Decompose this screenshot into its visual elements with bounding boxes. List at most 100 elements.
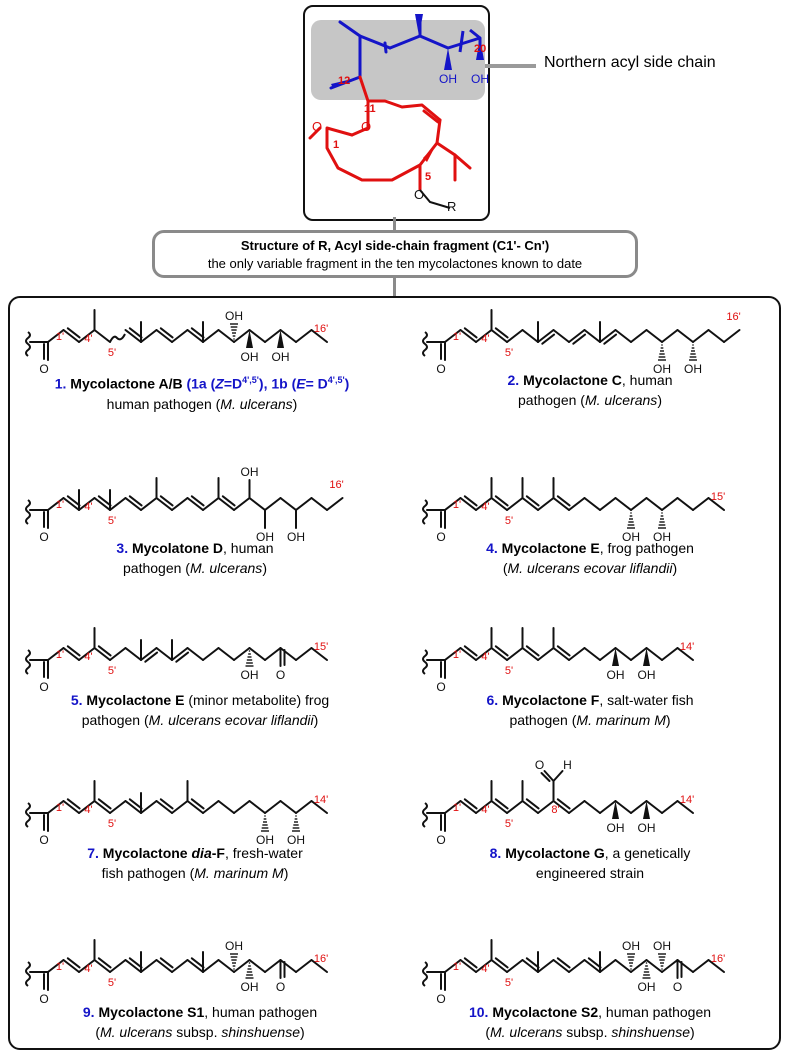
oh-label: OH [256,530,274,544]
bond [186,329,204,343]
bond [217,800,235,814]
core-label-c5: 5 [425,171,431,183]
bond [248,329,266,343]
double-bond [97,798,112,810]
bond [630,800,648,814]
atom-label: 4' [481,804,489,816]
bond [444,647,462,661]
carbonyl-o: O [436,362,445,376]
atom-label: 1' [56,649,64,661]
bond [233,800,251,814]
oh-wedge [277,330,284,348]
bond [676,800,694,814]
rbox-subtitle: the only variable fragment in the ten my… [207,256,583,271]
oh-label: OH [225,309,243,323]
oh-label: OH [241,350,259,364]
atom-label: 4' [481,333,489,345]
bond [202,497,220,511]
bond [630,497,648,511]
core-label-c20: 20 [474,43,486,55]
bond [490,800,508,814]
core-label-c11: 11 [364,103,376,115]
aldehyde-bond [552,770,564,782]
r-fragment-box: Structure of R, Acyl side-chain fragment… [152,230,638,278]
bond [490,647,508,661]
bond [521,329,539,343]
keto-o: O [673,980,682,994]
bond [645,497,663,511]
bond [248,800,266,814]
bond [78,497,96,511]
atom-label: 1' [453,331,461,343]
bond [444,329,462,343]
attachment-squiggle [25,961,31,987]
double-bond [128,327,143,339]
bond [568,497,586,511]
caption-4: 4. Mycolactone E, frog pathogen (M. ulce… [486,540,694,576]
oh-label: OH [241,668,259,682]
bond [186,497,204,511]
caption-1: 1. Mycolactone A/B (1a (Z=D4',5'), 1b (E… [54,375,350,412]
oh-label: OH [653,939,671,953]
keto-o: O [276,980,285,994]
double-bond [190,327,205,339]
bond [614,800,632,814]
bond [140,329,158,343]
bond [490,959,508,973]
carbonyl-o: O [436,992,445,1006]
oh-label: OH [256,833,274,847]
attachment-squiggle [422,499,428,525]
bond [93,800,111,814]
double-bond [541,333,556,345]
core-ring-o: O [361,119,371,134]
bond [475,329,493,343]
bond [537,647,555,661]
bond [140,959,158,973]
bond [279,497,297,511]
oh-hashed [658,344,666,361]
bond [62,497,80,511]
bond [692,497,710,511]
bond [614,959,632,973]
double-bond [556,798,571,810]
double-bond [190,495,205,507]
oh-label: OH [272,350,290,364]
atom-label: 14' [314,794,328,806]
bond [506,329,524,343]
core-label-c1: 1 [333,139,339,151]
bond [475,800,493,814]
wedge-bond [612,801,619,819]
caption-7: 7. Mycolactone dia-F, fresh-water fish p… [87,845,303,881]
oh-label: OH [225,939,243,953]
atom-label: 5' [108,347,116,359]
atom-label: 5' [108,515,116,527]
atom-label: 5' [108,818,116,830]
bond [124,647,142,661]
bond [109,959,127,973]
bond [583,497,601,511]
bond [78,800,96,814]
bond [171,959,189,973]
bond [233,959,251,973]
rbox-title: Structure of R, Acyl side-chain fragment… [240,238,550,253]
double-bond [556,645,571,657]
atom-label: 4' [84,333,92,345]
aldehyde-o: O [535,758,544,772]
bond [155,959,173,973]
double-bond [463,495,478,507]
bond [676,647,694,661]
core-ester-o: O [414,187,424,202]
bond [109,647,127,661]
bond [645,959,663,973]
oh-label: OH [607,821,625,835]
bond [444,497,462,511]
bond [155,800,173,814]
oh-label: OH [241,980,259,994]
bond [279,959,297,973]
bond [140,800,158,814]
bond [124,800,142,814]
double-bond [463,798,478,810]
oh-label: OH [638,668,656,682]
double-bond [128,495,143,507]
carbonyl-o: O [39,992,48,1006]
